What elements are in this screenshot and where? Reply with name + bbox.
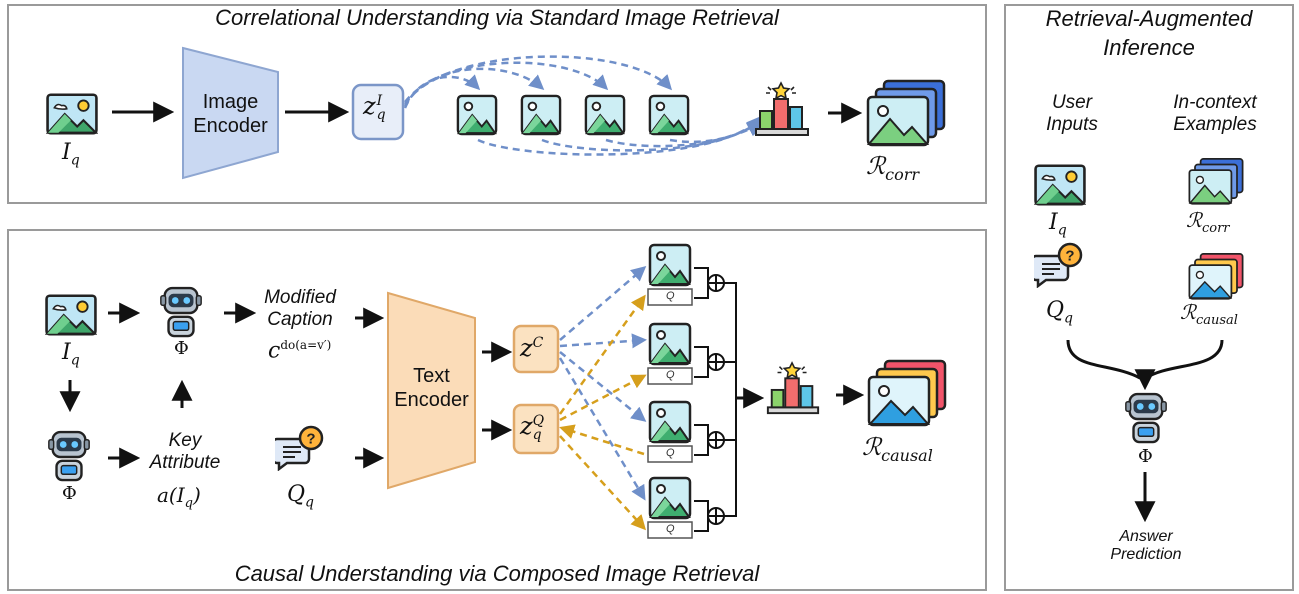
question-retrieval-arrow [559, 424, 645, 456]
retrieved-question-tag-label: Q [666, 290, 675, 302]
ranking-arc [541, 117, 763, 152]
query-image-label: Iq [62, 140, 80, 169]
causal-examples-icon [1188, 253, 1244, 300]
caption-retrieval-arrow [559, 266, 647, 341]
user-question-label: Qq [1046, 298, 1074, 327]
retrieved-question-tag-label: Q [666, 369, 675, 381]
query-image-label: Iq [62, 340, 80, 369]
correlational-examples-label: ℛcorr [1186, 208, 1230, 236]
key-attribute-math: a(Iq) [157, 483, 201, 511]
retrieved-question-tag [647, 521, 693, 539]
bottom-panel-title: Causal Understanding via Composed Image … [234, 561, 760, 586]
question-retrieval-arrow [558, 294, 646, 415]
image-encoder-shape [182, 46, 279, 180]
retrieved-question-tag-label: Q [666, 523, 675, 535]
retrieved-entry-group [647, 243, 693, 539]
caption-embedding-label: zC [520, 334, 544, 362]
question-label: Qq [287, 482, 315, 511]
image-embedding-box [351, 83, 405, 141]
text-encoder-shape [387, 291, 476, 490]
retrieved-question-tag [647, 288, 693, 306]
caption-retrieval-arrow [559, 333, 647, 349]
ranking-arc [477, 115, 762, 156]
caption-retrieval-arrow [559, 351, 647, 422]
correlational-examples-icon [1188, 158, 1244, 205]
modified-caption-math: cdo(a=v′) [268, 338, 332, 364]
question-retrieval-arrow [559, 435, 647, 531]
retrieved-question-tag [647, 367, 693, 385]
question-retrieval-arrow [559, 374, 647, 422]
retrieval-arc [403, 74, 481, 109]
user-image-icon [1034, 164, 1086, 206]
phi-label: Φ [1138, 446, 1153, 467]
retrieved-question-tag [647, 445, 693, 463]
question-embedding-box [512, 403, 560, 455]
retrieval-arc [403, 61, 609, 105]
causal-examples-label: ℛcausal [1180, 300, 1238, 328]
phi-label-bottom: Φ [62, 483, 77, 504]
causal-result-label: ℛcausal [862, 433, 933, 465]
retrieval-arc [404, 55, 673, 103]
retrieved-question-tag-label: Q [666, 447, 675, 459]
ranking-arc [605, 120, 763, 148]
correlational-result-label: ℛcorr [866, 152, 920, 184]
phi-label-top: Φ [174, 338, 189, 359]
top-panel-title: Correlational Understanding via Standard… [215, 5, 779, 30]
robot-icon [1124, 392, 1168, 444]
caption-embedding-box [512, 324, 560, 374]
right-panel [1004, 4, 1294, 591]
caption-retrieval-arrow [558, 357, 646, 501]
user-question-icon [1034, 242, 1083, 288]
user-image-label: Iq [1049, 210, 1067, 239]
